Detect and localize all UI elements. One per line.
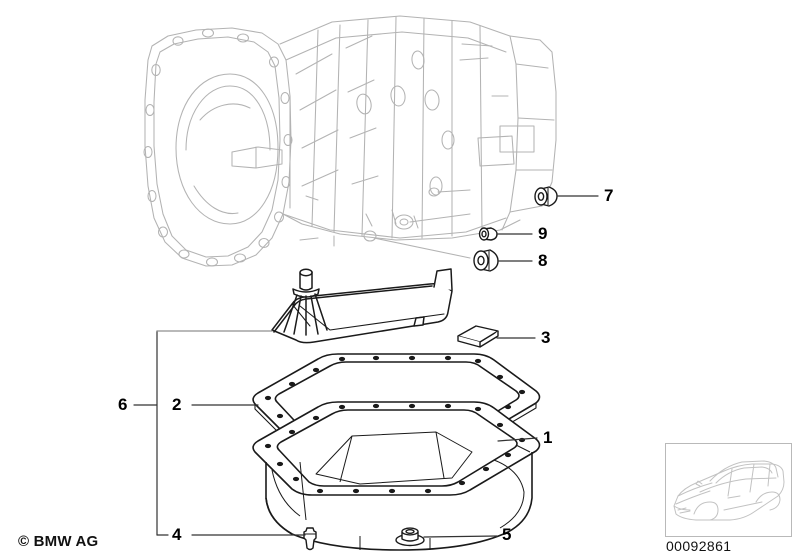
callout-number-7[interactable]: 7 <box>604 186 614 205</box>
leader-line-5 <box>423 535 498 538</box>
callout-number-8[interactable]: 8 <box>538 251 548 270</box>
callout-number-9[interactable]: 9 <box>538 224 548 243</box>
leader-line-1 <box>497 437 538 442</box>
part-drain-plug <box>395 527 425 547</box>
callout-number-1[interactable]: 1 <box>543 428 553 447</box>
callout-number-4[interactable]: 4 <box>172 525 182 544</box>
callout-number-2[interactable]: 2 <box>172 395 182 414</box>
part-oil-pan <box>252 401 541 551</box>
part-oil-strainer-filter <box>271 268 453 344</box>
copyright-notice: © BMW AG <box>18 533 99 550</box>
item-6-bracket <box>156 330 273 536</box>
part-magnet-plate <box>457 325 499 348</box>
part-sealing-plug-medium <box>473 249 499 272</box>
vehicle-thumbnail-box <box>665 443 792 537</box>
vehicle-thumbnail-icon <box>673 460 785 521</box>
part-pan-bolt <box>303 527 317 551</box>
diagram-id-label: 00092861 <box>666 538 732 554</box>
callout-number-3[interactable]: 3 <box>541 328 551 347</box>
callout-number-6[interactable]: 6 <box>118 395 128 414</box>
part-sealing-plug-small <box>478 227 498 241</box>
callout-number-5[interactable]: 5 <box>502 525 512 544</box>
